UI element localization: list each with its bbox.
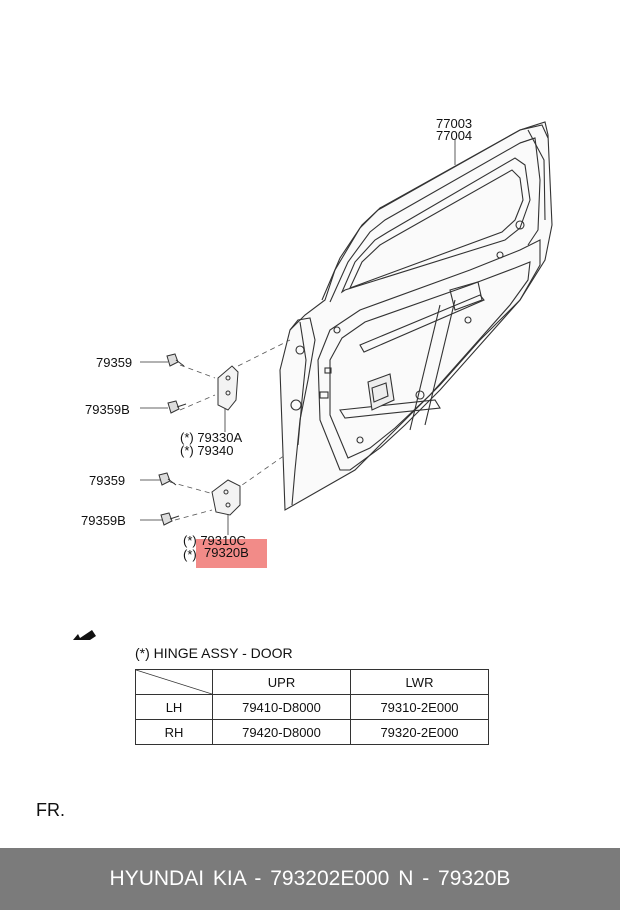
highlight-79320b [196, 539, 267, 568]
label-79359b-lower: 79359B [81, 513, 126, 528]
diagonal-line [136, 670, 212, 694]
footer-text: HYUNDAI KIA - 793202E000 N - 79320B [109, 867, 511, 890]
row-side: LH [135, 694, 213, 720]
col-header-upr: UPR [212, 669, 351, 695]
table-row: RH 79420-D8000 79320-2E000 [135, 719, 489, 745]
row-lwr: 79310-2E000 [350, 694, 489, 720]
label-mark-79320b: (*) [183, 547, 197, 562]
row-upr: 79420-D8000 [212, 719, 351, 745]
label-77003: 77003 [436, 116, 473, 131]
row-upr: 79410-D8000 [212, 694, 351, 720]
dash-lines [169, 339, 291, 521]
hinge-table: UPR LWR LH 79410-D8000 79310-2E000 RH 79… [135, 669, 489, 745]
label-79359b-upper: 79359B [85, 402, 130, 417]
door-panel [279, 121, 553, 511]
bolt-icon [160, 512, 180, 526]
label-79310c: (*) 79310C [183, 533, 246, 548]
lower-hinge [211, 479, 241, 516]
bolt-icon [158, 472, 177, 486]
upper-hinge [217, 365, 239, 411]
table-corner-cell [135, 669, 213, 695]
footer-bar: HYUNDAI KIA - 793202E000 N - 79320B [0, 848, 620, 910]
label-79340: (*) 79340 [180, 443, 234, 458]
col-header-lwr: LWR [350, 669, 489, 695]
label-79359-lower: 79359 [89, 473, 126, 488]
row-lwr: 79320-2E000 [350, 719, 489, 745]
direction-label: FR. [36, 800, 65, 820]
label-79359-upper: 79359 [96, 355, 133, 370]
table-header-row: UPR LWR [135, 669, 489, 695]
row-side: RH [135, 719, 213, 745]
leader-lines [140, 140, 456, 535]
front-arrow-icon [73, 630, 96, 640]
table-row: LH 79410-D8000 79310-2E000 [135, 694, 489, 720]
bolt-icon [166, 353, 185, 367]
legend-title: (*) HINGE ASSY - DOOR [135, 645, 293, 661]
bolt-icon [167, 400, 187, 414]
label-79330a: (*) 79330A [180, 430, 243, 445]
label-79320b: 79320B [204, 545, 249, 560]
label-77004: 77004 [436, 128, 473, 143]
door-diagram [73, 121, 553, 640]
